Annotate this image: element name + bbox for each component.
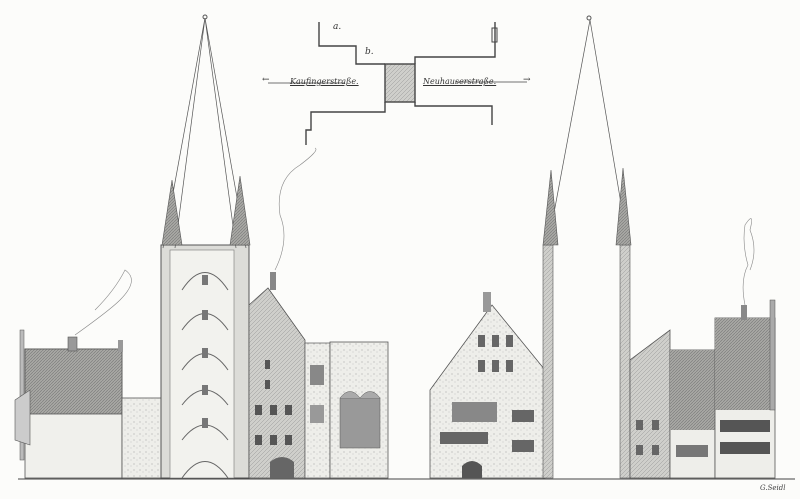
tall-gabled-house — [248, 272, 306, 479]
arrow-right-icon: → — [523, 75, 531, 85]
artist-signature: G.Seidl — [760, 484, 786, 492]
ornate-house — [329, 341, 389, 479]
arrow-left-icon: ← — [262, 75, 270, 85]
street-plan — [268, 22, 527, 145]
left-gate-tower — [160, 14, 251, 479]
right-gate-tower — [542, 15, 632, 479]
right-stepped-house — [629, 329, 671, 479]
right-gabled-house — [429, 292, 546, 479]
plan-label-a: a. — [333, 22, 342, 32]
right-middle-house — [669, 349, 716, 479]
plan-label-b: b. — [365, 47, 374, 57]
left-small-house — [121, 397, 163, 479]
street-label-right: Neuhauserstraße. — [423, 77, 497, 86]
street-label-left: Kaufingerstraße. — [290, 77, 359, 86]
right-corner-house — [714, 299, 776, 479]
left-corner-house — [14, 329, 123, 479]
